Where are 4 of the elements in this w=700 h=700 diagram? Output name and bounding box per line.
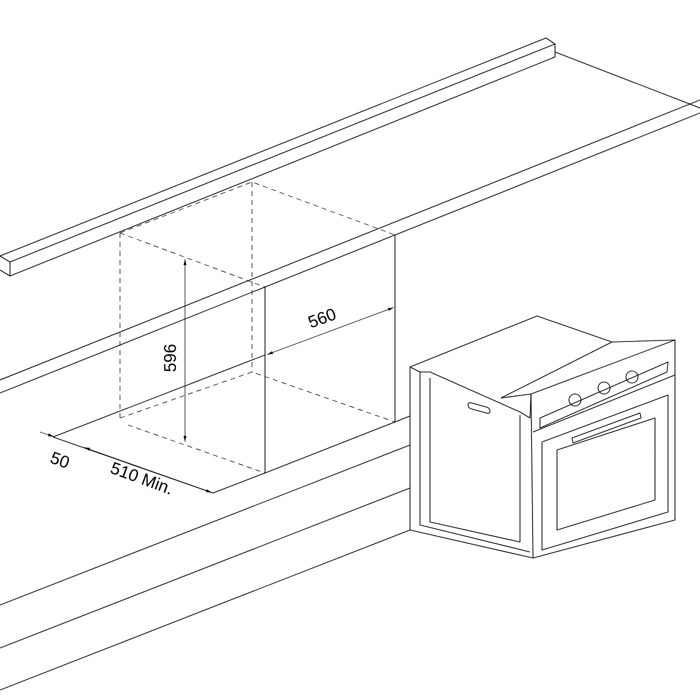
dimension-label: 510 Min. <box>110 462 170 494</box>
dimension-label: 50 <box>50 452 69 468</box>
dimension-label: 596 <box>164 344 176 372</box>
dimension-label: 560 <box>308 308 336 328</box>
